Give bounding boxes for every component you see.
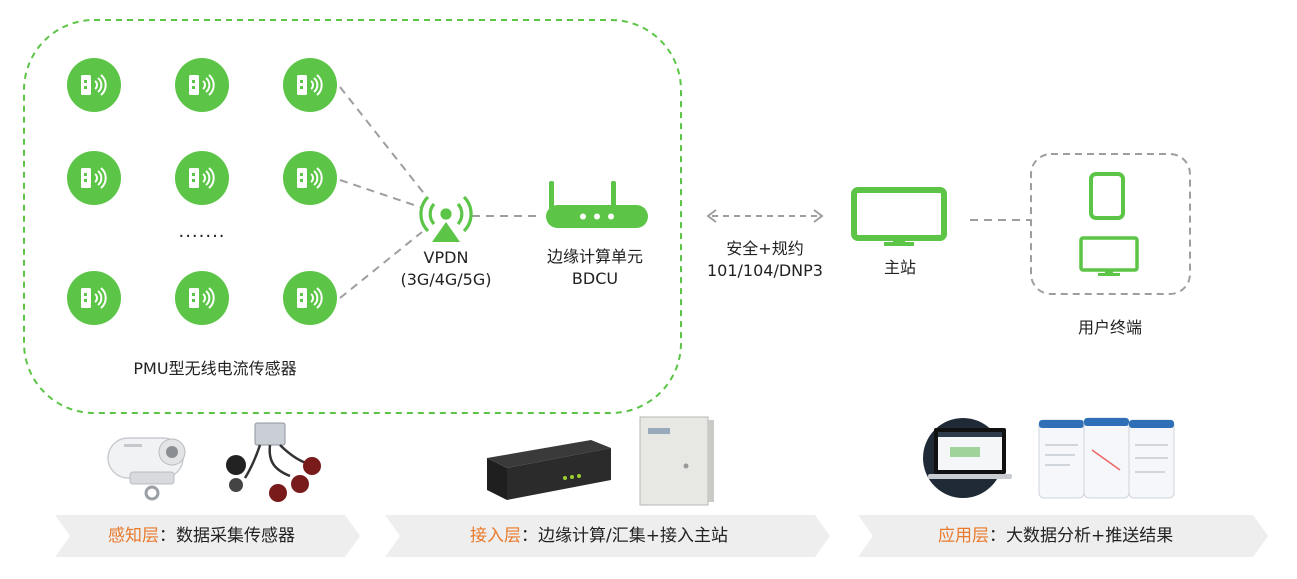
- layer-sep: ：: [989, 526, 1006, 546]
- band-sensing: [55, 515, 360, 557]
- layer-application-label: 应用层：大数据分析+推送结果: [938, 525, 1173, 547]
- terminals-boundary: [1030, 153, 1191, 295]
- ct-clamps-image: [226, 422, 321, 502]
- sensor-ellipsis: ·······: [178, 226, 226, 247]
- monitor-icon: [851, 187, 947, 246]
- layer-name: 感知层: [108, 526, 159, 546]
- wireless-sensor-icon: [282, 150, 338, 206]
- sensing-boundary: [23, 19, 682, 414]
- wireless-sensor-icon: [282, 270, 338, 326]
- monitor-icon: [1079, 236, 1139, 276]
- vpdn-line1: VPDN: [423, 248, 469, 267]
- router-icon: [546, 181, 648, 228]
- sensor-grid: [66, 57, 338, 326]
- link-line1: 安全+规约: [726, 239, 804, 258]
- bdcu-label: 边缘计算单元 BDCU: [530, 246, 660, 290]
- sensors-label: PMU型无线电流传感器: [133, 359, 297, 378]
- wireless-sensor-icon: [174, 150, 230, 206]
- layer-desc: 边缘计算/汇集+接入主站: [538, 526, 728, 546]
- wireless-sensor-icon: [66, 150, 122, 206]
- wireless-sensor-icon: [66, 57, 122, 113]
- band-application: [858, 515, 1268, 557]
- vpdn-label: VPDN (3G/4G/5G): [386, 247, 506, 291]
- link-line2: 101/104/DNP3: [707, 261, 823, 280]
- layer-sep: ：: [159, 526, 176, 546]
- wireless-sensor-icon: [174, 57, 230, 113]
- antenna-tower-icon: [419, 195, 473, 242]
- clamp-sensor-image: [107, 437, 186, 501]
- layer-sensing-label: 感知层：数据采集传感器: [108, 525, 295, 547]
- phone-screens-image: [1038, 417, 1175, 499]
- wireless-sensor-icon: [282, 57, 338, 113]
- master-label: 主站: [883, 258, 916, 277]
- terminals-label: 用户终端: [1077, 318, 1142, 337]
- cabinet-image: [639, 416, 714, 506]
- layer-bands: [55, 515, 1268, 557]
- wireless-sensor-icon: [174, 270, 230, 326]
- bdcu-line2: BDCU: [571, 269, 619, 288]
- rack-unit-image: [487, 440, 611, 500]
- band-access: [385, 515, 830, 557]
- wireless-sensor-icon: [66, 270, 122, 326]
- tablet-icon: [1089, 172, 1125, 220]
- link-label: 安全+规约 101/104/DNP3: [700, 238, 830, 282]
- layer-name: 应用层: [938, 526, 989, 546]
- laptop-image: [923, 418, 1012, 498]
- bdcu-line1: 边缘计算单元: [546, 247, 643, 266]
- vpdn-line2: (3G/4G/5G): [400, 270, 492, 289]
- bidirectional-arrow: [706, 209, 824, 223]
- layer-access-label: 接入层：边缘计算/汇集+接入主站: [470, 525, 728, 547]
- layer-desc: 大数据分析+推送结果: [1006, 526, 1174, 546]
- layer-sep: ：: [521, 526, 538, 546]
- layer-name: 接入层: [470, 526, 521, 546]
- connector-lines: [339, 86, 1030, 299]
- layer-desc: 数据采集传感器: [176, 526, 295, 546]
